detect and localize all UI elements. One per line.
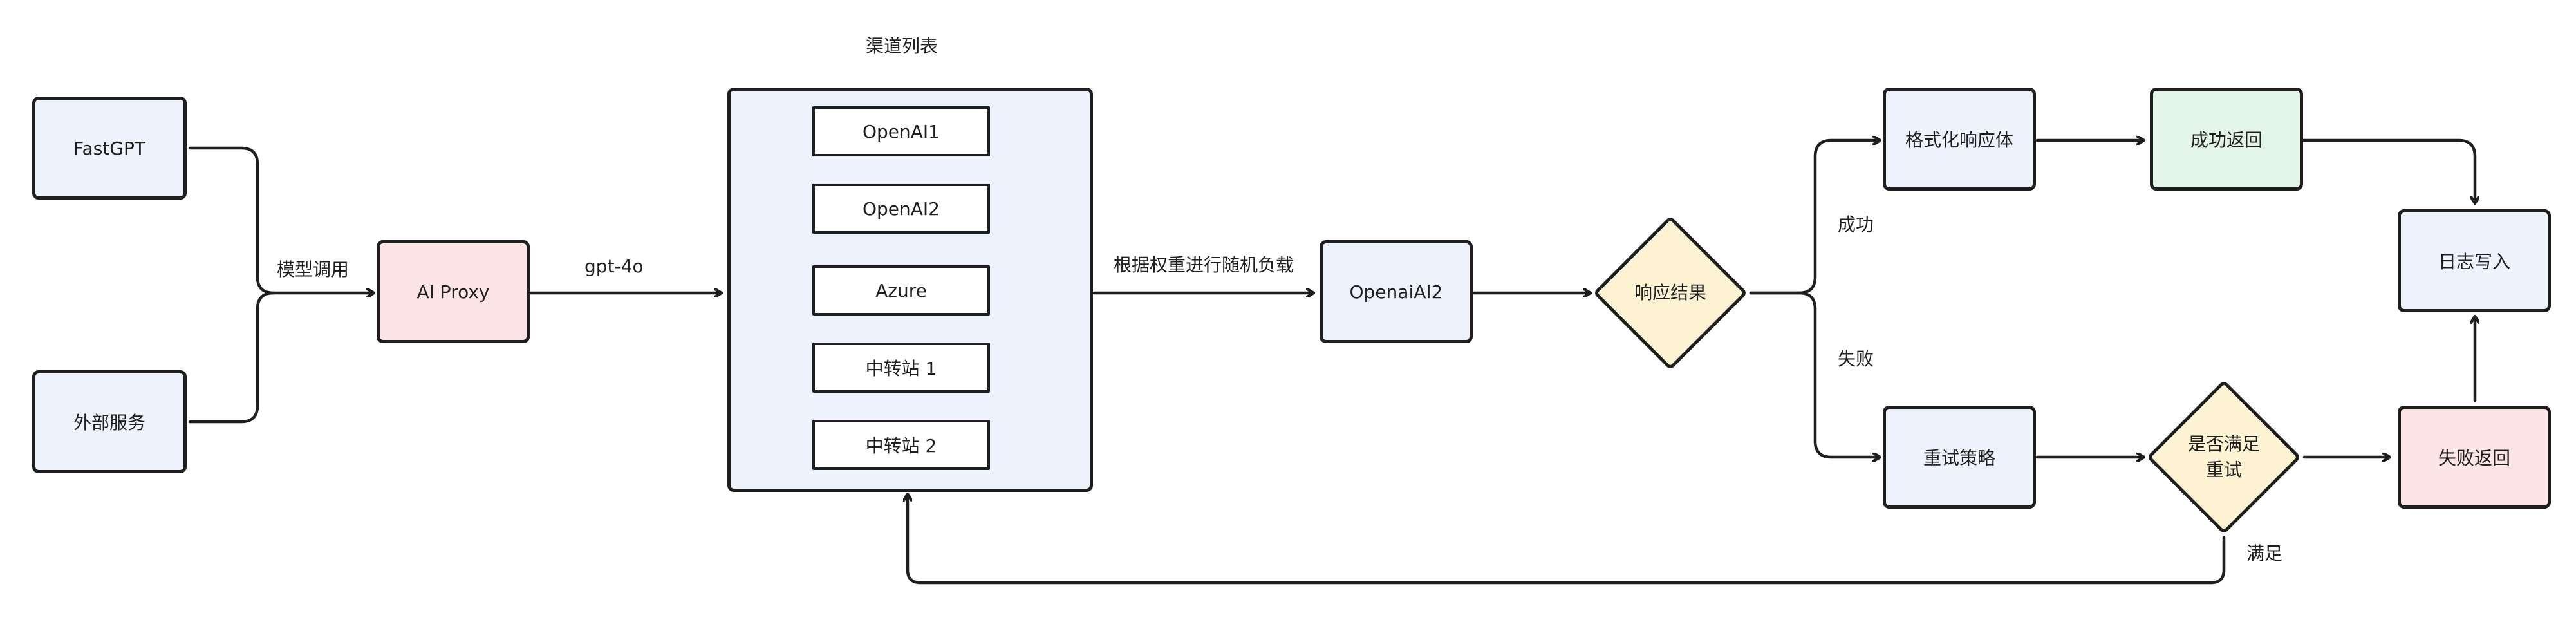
failure-branch-label: 失败 (1838, 348, 1874, 370)
success-branch-label: 成功 (1838, 214, 1874, 235)
channel-item-relay-2: 中转站 2 (812, 420, 990, 470)
edge-external-merge (188, 291, 275, 424)
channel-item-relay-1: 中转站 1 (812, 343, 990, 393)
log-write-node: 日志写入 (2398, 209, 2551, 312)
channel-item-openai2: OpenAI2 (812, 184, 990, 234)
fastgpt-node: FastGPT (32, 97, 187, 200)
edge-retry-loop (908, 495, 2226, 585)
retry-policy-node: 重试策略 (1883, 406, 2036, 509)
ai-proxy-node: AI Proxy (377, 240, 530, 343)
external-service-node: 外部服务 (32, 370, 187, 473)
selected-channel-node: OpenaiAI2 (1320, 240, 1473, 343)
satisfied-label: 满足 (2246, 543, 2283, 564)
retry-check-label: 是否满足 重试 (2187, 433, 2260, 480)
response-result-decision: 响应结果 (1592, 215, 1748, 371)
edge-fastgpt-merge (188, 146, 275, 295)
response-result-label: 响应结果 (1634, 282, 1706, 303)
channel-item-azure: Azure (812, 265, 990, 316)
channel-item-openai1: OpenAI1 (812, 106, 990, 156)
model-name-label: gpt-4o (584, 256, 644, 277)
model-call-label: 模型调用 (277, 259, 350, 280)
weighted-random-label: 根据权重进行随机负载 (1114, 254, 1294, 276)
channel-list-title: 渠道列表 (866, 35, 938, 57)
fail-return-node: 失败返回 (2398, 406, 2551, 509)
format-response-node: 格式化响应体 (1883, 88, 2036, 191)
success-return-node: 成功返回 (2150, 88, 2303, 191)
retry-check-decision: 是否满足 重试 (2146, 379, 2302, 535)
edge-success-to-log (2299, 138, 2475, 203)
edge-response-failure (1749, 291, 1880, 457)
edge-response-success (1749, 140, 1880, 295)
